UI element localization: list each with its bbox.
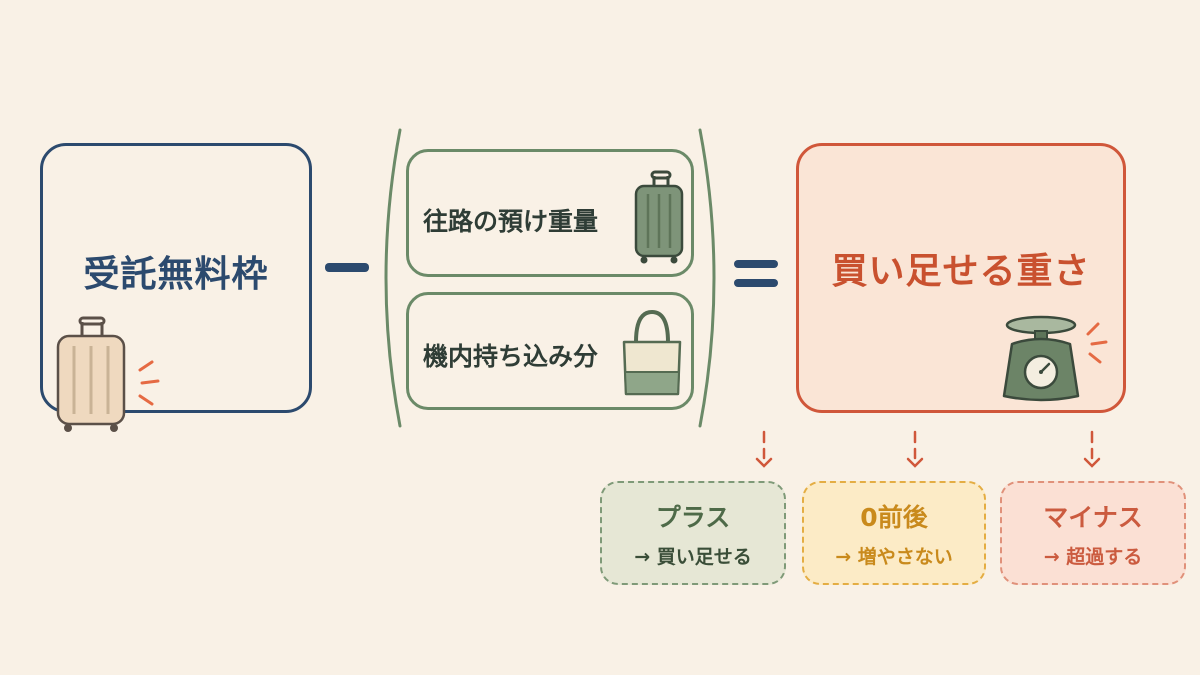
outcome-minus-desc: → 超過する: [1043, 545, 1143, 568]
minus-sign: [325, 263, 369, 272]
outcome-zero-title: 0前後: [860, 502, 928, 532]
outcome-plus-title: プラス: [655, 502, 731, 532]
arrow-to-zero: [906, 430, 924, 468]
free-allowance-label: 受託無料枠: [83, 254, 269, 295]
purchasable-weight-box: 買い足せる重さ: [796, 143, 1126, 413]
arrow-to-plus: [755, 430, 773, 468]
outcome-minus-box: マイナス → 超過する: [1000, 481, 1186, 585]
purchasable-weight-label: 買い足せる重さ: [831, 251, 1091, 292]
outcome-plus-desc: → 買い足せる: [634, 545, 752, 568]
outcome-zero-box: 0前後 → 増やさない: [802, 481, 986, 585]
left-parenthesis: [384, 128, 402, 428]
free-allowance-box: 受託無料枠: [40, 143, 312, 413]
outbound-checked-weight-label: 往路の預け重量: [423, 207, 599, 236]
equals-sign-top: [734, 260, 778, 268]
carry-on-label: 機内持ち込み分: [423, 342, 599, 371]
equals-sign-bottom: [734, 279, 778, 287]
right-parenthesis: [698, 128, 716, 428]
outcome-zero-desc: → 増やさない: [835, 545, 953, 568]
outbound-checked-weight-box: 往路の預け重量: [406, 149, 694, 277]
carry-on-box: 機内持ち込み分: [406, 292, 694, 410]
arrow-to-minus: [1083, 430, 1101, 468]
outcome-plus-box: プラス → 買い足せる: [600, 481, 786, 585]
outcome-minus-title: マイナス: [1043, 502, 1143, 532]
